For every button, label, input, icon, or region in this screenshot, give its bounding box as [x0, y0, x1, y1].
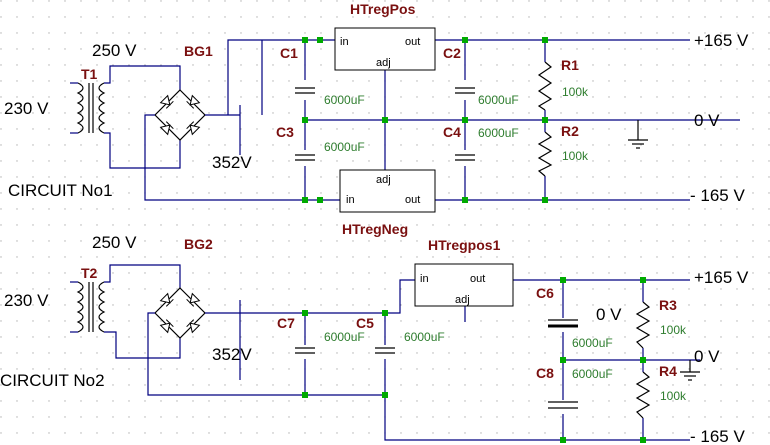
bridge-voltage: 352V — [212, 153, 252, 172]
pin-out-label: out — [405, 36, 420, 48]
circuit-1: in out adj HTregPos adj in out HTregNeg … — [4, 1, 749, 237]
cap-value: 6000uF — [324, 93, 365, 107]
cap-c7 — [295, 345, 315, 359]
rail-neg: - 165 V — [690, 427, 745, 445]
cap-ref: C5 — [356, 315, 374, 331]
cap-ref: C2 — [443, 45, 461, 61]
cap-c4 — [455, 150, 475, 166]
resistor-value: 100k — [562, 149, 589, 163]
circuit-2: in out adj HTregpos1 250 V T2 230 V BG2 … — [0, 233, 749, 445]
resistor-r1 — [537, 61, 553, 111]
transformer-ref: T2 — [81, 265, 98, 281]
bridge-ref: BG2 — [184, 236, 213, 252]
rail-pos: +165 V — [694, 268, 749, 287]
cap-value: 6000uF — [572, 336, 613, 350]
bridge-voltage: 352V — [212, 345, 252, 364]
cap-value: 6000uF — [572, 367, 613, 381]
regulator-htregneg: adj in out HTregNeg — [339, 169, 436, 237]
cap-ref: C3 — [276, 124, 294, 140]
resistor-value: 100k — [660, 323, 687, 337]
cap-c3 — [295, 150, 315, 166]
resistor-r3 — [635, 301, 651, 349]
pin-adj-label: adj — [376, 57, 391, 69]
rail-zero: 0 V — [694, 111, 720, 130]
circuit-name: CIRCUIT No1 — [8, 181, 113, 200]
rail-pos: +165 V — [694, 31, 749, 50]
pin-in-label: in — [340, 36, 349, 48]
cap-value: 6000uF — [478, 126, 519, 140]
cap-c2 — [455, 80, 475, 100]
resistor-ref: R2 — [561, 123, 579, 139]
cap-ref: C6 — [536, 285, 554, 301]
cap-ref: C4 — [443, 124, 461, 140]
resistor-r2 — [537, 131, 553, 177]
resistor-value: 100k — [562, 85, 589, 99]
mains-voltage: 230 V — [4, 291, 49, 310]
cap-c1 — [295, 80, 315, 100]
bridge-bg2 — [147, 279, 690, 441]
pin-adj-label: adj — [376, 174, 391, 186]
cap-value: 6000uF — [324, 330, 365, 344]
junction-dots-2 — [302, 277, 646, 443]
pin-out-label: out — [470, 273, 485, 285]
ground-symbol-1 — [628, 120, 648, 149]
transformer-t1 — [70, 65, 181, 169]
transformer-ref: T1 — [81, 66, 98, 82]
cap-ref: C8 — [536, 365, 554, 381]
transformer-t2 — [70, 264, 181, 359]
transformer-voltage: 250 V — [92, 233, 137, 252]
cap-c5 — [375, 345, 395, 359]
rail-neg: - 165 V — [690, 186, 745, 205]
ground-symbol-2 — [680, 360, 700, 381]
resistor-r4 — [635, 371, 651, 419]
pin-adj-label: adj — [455, 294, 470, 306]
regulator-ref: HTregPos — [350, 1, 416, 17]
mid-voltage: 0 V — [596, 305, 622, 324]
cap-c6 — [548, 318, 578, 332]
cap-ref: C1 — [280, 45, 298, 61]
pin-in-label: in — [420, 273, 429, 285]
regulator-htregpos: in out adj HTregPos — [334, 1, 436, 71]
pin-out-label: out — [405, 194, 420, 206]
bridge-ref: BG1 — [184, 43, 213, 59]
regulator-htregpos1: in out adj HTregpos1 — [414, 237, 514, 307]
resistor-ref: R4 — [659, 363, 677, 379]
junction-dots-1 — [302, 37, 548, 203]
circuit-name: CIRCUIT No2 — [0, 371, 105, 390]
resistor-ref: R1 — [561, 57, 579, 73]
cap-value: 6000uF — [324, 140, 365, 154]
resistor-ref: R3 — [659, 297, 677, 313]
cap-ref: C7 — [277, 315, 295, 331]
bridge-bg1 — [144, 39, 335, 201]
cap-c8 — [548, 400, 578, 414]
transformer-voltage: 250 V — [92, 41, 137, 60]
pin-in-label: in — [346, 194, 355, 206]
rail-zero: 0 V — [694, 347, 720, 366]
cap-value: 6000uF — [478, 93, 519, 107]
mains-voltage: 230 V — [4, 99, 49, 118]
cap-value: 6000uF — [404, 330, 445, 344]
regulator-ref: HTregpos1 — [428, 237, 501, 253]
resistor-value: 100k — [660, 389, 687, 403]
regulator-ref: HTregNeg — [342, 221, 408, 237]
